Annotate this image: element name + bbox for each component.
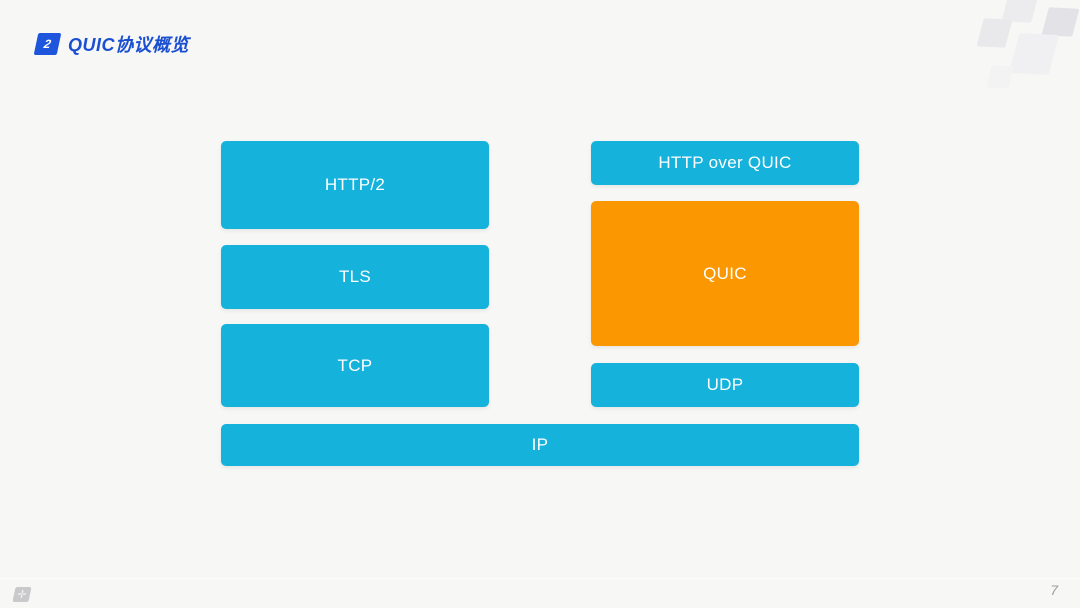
protocol-box-http2: HTTP/2	[221, 141, 489, 229]
protocol-box-tcp: TCP	[221, 324, 489, 407]
corner-decoration	[950, 0, 1080, 110]
decoration-square-icon	[1008, 32, 1060, 76]
page-title: QUIC协议概览	[68, 35, 189, 55]
decoration-square-icon	[976, 18, 1013, 48]
slide-header: 2 QUIC协议概览	[33, 31, 189, 57]
decoration-square-icon	[1001, 0, 1039, 23]
footer-logo-icon: ✛	[12, 587, 32, 602]
protocol-box-quic: QUIC	[591, 201, 859, 346]
protocol-box-udp: UDP	[591, 363, 859, 407]
decoration-square-icon	[1041, 7, 1080, 37]
protocol-box-tls: TLS	[221, 245, 489, 309]
protocol-box-http-over-quic: HTTP over QUIC	[591, 141, 859, 185]
footer-divider	[0, 578, 1080, 579]
decoration-square-icon	[986, 65, 1014, 89]
section-number-badge: 2	[33, 33, 62, 55]
page-number: 7	[1050, 582, 1058, 598]
protocol-box-ip: IP	[221, 424, 859, 466]
